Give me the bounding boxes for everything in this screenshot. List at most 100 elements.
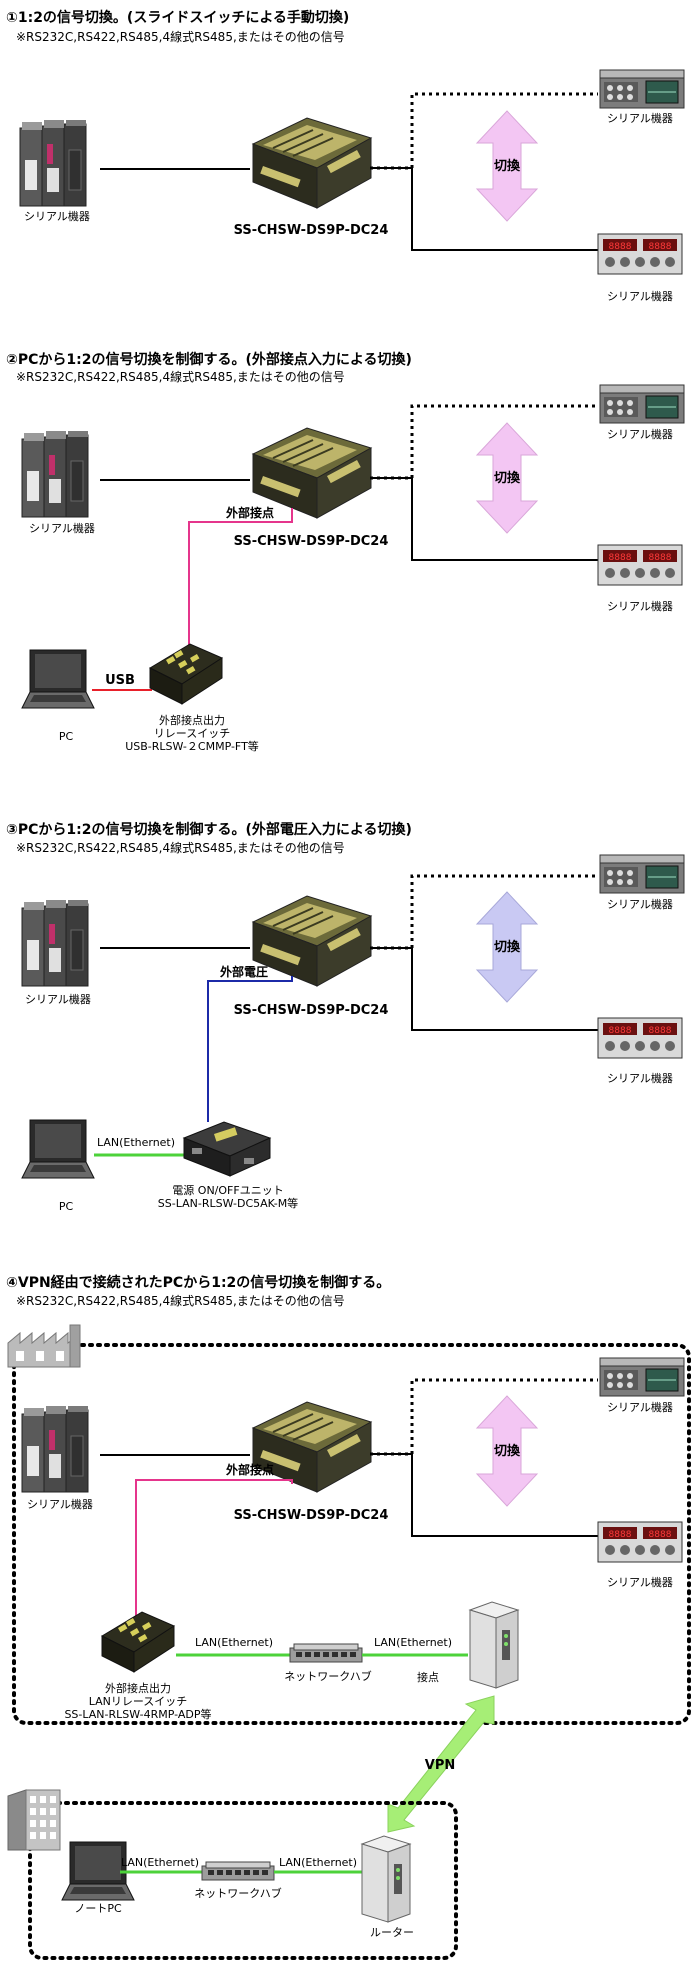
remote-lan-label-a: LAN(Ethernet): [121, 1856, 199, 1869]
lan-relay-icon: [101, 1611, 175, 1673]
switch-arrow-label: 切換: [494, 158, 521, 174]
serial-device-label: シリアル機器: [29, 521, 95, 535]
remote-lan-label-b: LAN(Ethernet): [279, 1856, 357, 1869]
meter-device-icon: [597, 1521, 683, 1563]
serial-device-icon: [19, 119, 87, 207]
usb-relay-icon: [149, 643, 223, 705]
active-line: [370, 947, 598, 1031]
external-contact-label: 外部接点: [226, 1462, 274, 1477]
vpn-label: VPN: [425, 1758, 455, 1773]
site-boundary: [12, 1343, 691, 1725]
right-bottom-label: シリアル機器: [607, 289, 673, 303]
scope-device-icon: [599, 69, 685, 109]
vpn-arrow-icon: [387, 1695, 495, 1833]
right-top-label: シリアル機器: [607, 1400, 673, 1414]
section-4-title: ④VPN経由で接続されたPCから1:2の信号切換を制御する。: [6, 1274, 390, 1291]
switch-device-icon: [252, 117, 372, 209]
power-unit-icon: [183, 1121, 271, 1177]
contact-cable: [188, 508, 293, 655]
section-2-title: ②PCから1:2の信号切換を制御する。(外部接点入力による切換): [6, 351, 412, 368]
lan-label-a: LAN(Ethernet): [195, 1636, 273, 1649]
scope-device-icon: [599, 1357, 685, 1397]
section-4-subtitle: ※RS232C,RS422,RS485,4線式RS485,またはその他の信号: [16, 1293, 345, 1308]
serial-device-icon: [21, 899, 89, 987]
section-1-subtitle: ※RS232C,RS422,RS485,4線式RS485,またはその他の信号: [16, 29, 345, 44]
relay-text-line2: LANリレースイッチ: [89, 1695, 188, 1708]
switch-device-icon: [252, 427, 372, 519]
usb-label: USB: [105, 673, 135, 688]
factory-icon: [7, 1324, 81, 1368]
remote-hub-label: ネットワークハブ: [194, 1886, 281, 1900]
serial-device-icon: [21, 430, 89, 518]
section-1-title: ①1:2の信号切換。(スライドスイッチによる手動切換): [6, 9, 349, 26]
inactive-line: [370, 1378, 598, 1456]
scope-device-icon: [599, 384, 685, 424]
meter-device-icon: [597, 233, 683, 275]
inactive-line: [370, 404, 598, 480]
relay-text-line3: SS-LAN-RLSW-4RMP-ADP等: [64, 1707, 211, 1721]
relay-text-line1: 外部接点出力: [105, 1681, 171, 1695]
switch-device-icon: [252, 895, 372, 987]
pc-laptop-icon: [21, 1119, 95, 1179]
external-contact-label: 外部接点: [226, 505, 274, 520]
router-icon: [361, 1835, 411, 1923]
remote-site-boundary: [28, 1801, 458, 1960]
right-bottom-label: シリアル機器: [607, 1575, 673, 1589]
serial-device-label: シリアル機器: [25, 992, 91, 1006]
active-line: [370, 477, 598, 561]
router-label: ルーター: [370, 1926, 414, 1939]
right-top-label: シリアル機器: [607, 111, 673, 125]
external-voltage-label: 外部電圧: [220, 964, 268, 979]
notepc-label: ノートPC: [74, 1902, 122, 1915]
lan-label: LAN(Ethernet): [97, 1136, 175, 1149]
power-unit-line2: SS-LAN-RLSW-DC5AK-M等: [158, 1196, 298, 1210]
power-unit-line1: 電源 ON/OFFユニット: [172, 1183, 283, 1197]
relay-text-line2: リレースイッチ: [154, 727, 230, 740]
pc-label: PC: [59, 730, 74, 743]
section-1: ①1:2の信号切換。(スライドスイッチによる手動切換) ※RS232C,RS42…: [6, 9, 685, 303]
section-2-subtitle: ※RS232C,RS422,RS485,4線式RS485,またはその他の信号: [16, 369, 345, 384]
pc-label: PC: [59, 1200, 74, 1213]
right-bottom-label: シリアル機器: [607, 599, 673, 613]
switch-device-label: SS-CHSW-DS9P-DC24: [234, 1508, 389, 1523]
serial-device-label: シリアル機器: [24, 209, 90, 223]
switch-arrow-label: 切換: [494, 939, 521, 955]
scope-device-icon: [599, 854, 685, 894]
relay-text-line3: USB-RLSW-２CMMP-FT等: [125, 739, 259, 753]
section-3-title: ③PCから1:2の信号切換を制御する。(外部電圧入力による切換): [6, 821, 412, 838]
right-bottom-label: シリアル機器: [607, 1071, 673, 1085]
active-line: [370, 167, 598, 251]
relay-text-line1: 外部接点出力: [159, 713, 225, 727]
network-hub-icon: [289, 1643, 363, 1663]
hub-label: ネットワークハブ: [284, 1669, 371, 1683]
switch-arrow-label: 切換: [494, 1443, 521, 1459]
right-top-label: シリアル機器: [607, 897, 673, 911]
meter-device-icon: [597, 544, 683, 586]
section-3: ③PCから1:2の信号切換を制御する。(外部電圧入力による切換) ※RS232C…: [6, 821, 685, 1213]
meter-device-icon: [597, 1017, 683, 1059]
router-contact-icon: [469, 1601, 519, 1689]
inactive-line: [370, 92, 598, 170]
inactive-line: [370, 874, 598, 950]
building-icon: [7, 1789, 61, 1851]
lan-label-b: LAN(Ethernet): [374, 1636, 452, 1649]
serial-device-icon: [21, 1405, 89, 1493]
section-3-subtitle: ※RS232C,RS422,RS485,4線式RS485,またはその他の信号: [16, 840, 345, 855]
right-top-label: シリアル機器: [607, 427, 673, 441]
contact-label: 接点: [417, 1671, 439, 1684]
switch-arrow-label: 切換: [494, 470, 521, 486]
switch-device-label: SS-CHSW-DS9P-DC24: [234, 223, 389, 238]
contact-cable: [135, 1479, 293, 1622]
remote-network-hub-icon: [201, 1861, 275, 1881]
voltage-cable: [207, 976, 293, 1122]
switch-device-icon: [252, 1401, 372, 1493]
switch-device-label: SS-CHSW-DS9P-DC24: [234, 1003, 389, 1018]
section-4: ④VPN経由で接続されたPCから1:2の信号切換を制御する。 ※RS232C,R…: [6, 1274, 691, 1960]
pc-laptop-icon: [21, 649, 95, 709]
active-line: [370, 1453, 598, 1537]
serial-device-label: シリアル機器: [27, 1497, 93, 1511]
section-2: ②PCから1:2の信号切換を制御する。(外部接点入力による切換) ※RS232C…: [6, 351, 685, 753]
switch-device-label: SS-CHSW-DS9P-DC24: [234, 534, 389, 549]
